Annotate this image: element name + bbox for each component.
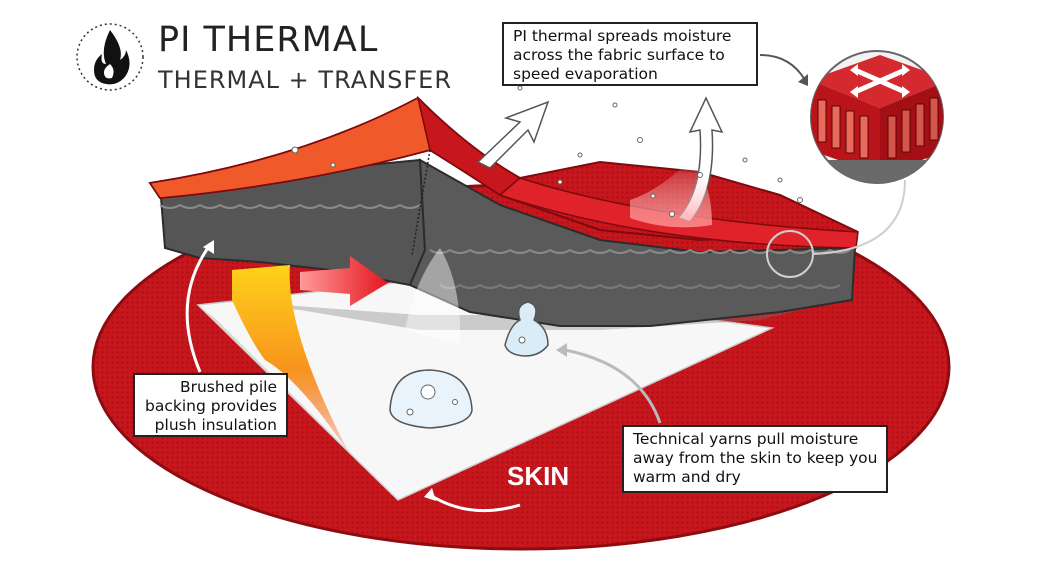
moisture-column [405, 248, 461, 345]
callout-technical-yarns: Technical yarns pull moisture away from … [622, 425, 888, 493]
callout-line: Brushed pile [179, 378, 277, 396]
pile-fringe-left [159, 203, 421, 209]
flame-icon [94, 30, 130, 85]
moisture-drop-small [504, 301, 549, 357]
callout-line: away from the skin to keep you [633, 449, 878, 467]
callout-line: across the fabric surface to [513, 46, 725, 64]
fabric-detail-zoom [810, 50, 944, 184]
leader-skin [429, 493, 521, 513]
leader-right [564, 348, 662, 424]
leader-top-arrow [798, 74, 808, 86]
vapor-plume [630, 160, 712, 228]
magnifier-connector [812, 179, 906, 255]
evaporation-arrow-left [476, 100, 550, 169]
callout-line: speed evaporation [513, 65, 658, 83]
leader-top [759, 54, 806, 81]
flame-badge [76, 23, 144, 91]
callout-line: plush insulation [154, 416, 277, 434]
leader-skin-arrow [424, 488, 436, 501]
page-subtitle: THERMAL + TRANSFER [158, 66, 453, 94]
callout-brushed-pile: Brushed pile backing provides plush insu… [133, 373, 288, 437]
skin-label: SKIN [507, 461, 570, 491]
pile-fringe-right-2 [439, 283, 841, 289]
small-drop-bubble [518, 336, 526, 344]
callout-line: PI thermal spreads moisture [513, 27, 732, 45]
fold-crease [411, 149, 431, 256]
pile-fringe-right [429, 248, 851, 254]
leader-right-arrow [556, 343, 567, 357]
callout-line: Technical yarns pull moisture [633, 430, 859, 448]
heat-arrow [232, 265, 350, 455]
drop-bubble-2 [452, 399, 458, 405]
callout-line: warm and dry [633, 468, 741, 486]
vapor-droplets [291, 85, 803, 217]
callout-moisture-spread: PI thermal spreads moisture across the f… [502, 22, 758, 86]
pile-layer-right [408, 158, 857, 327]
drop-bubble-1 [406, 408, 414, 416]
leader-left [185, 244, 212, 373]
callout-line: backing provides [144, 397, 277, 415]
red-heat-arrow [300, 256, 388, 306]
drop-highlight [420, 384, 436, 400]
leader-left-arrow [203, 240, 214, 254]
page-title: PI THERMAL [158, 20, 379, 60]
